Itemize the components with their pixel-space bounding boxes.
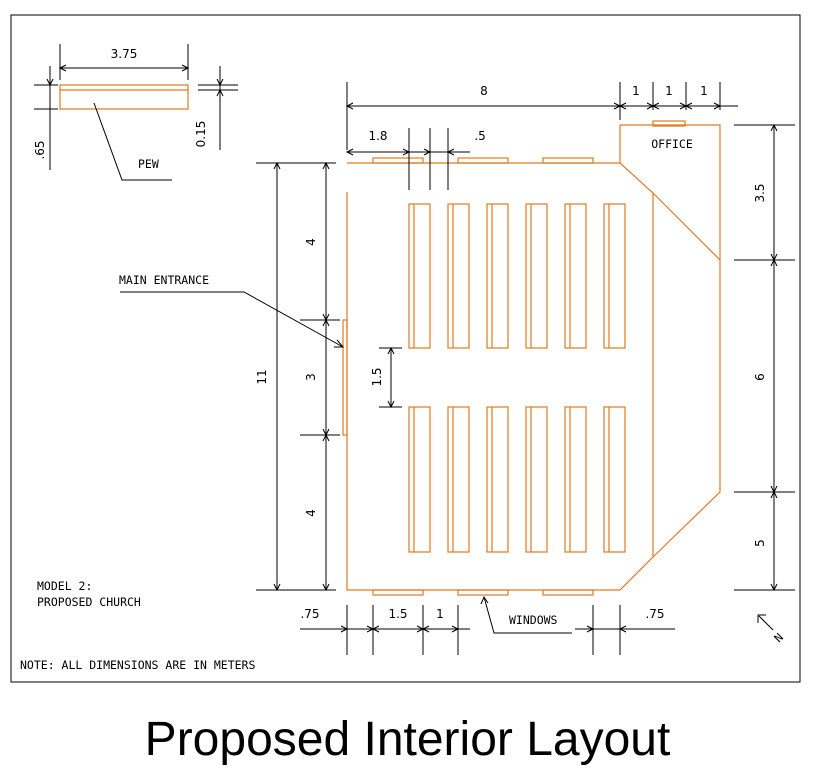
top-dimensions: 8 1 1 1 OFFICE 1.8 .5 bbox=[345, 82, 738, 190]
pews-lower bbox=[408, 406, 626, 553]
church-outline bbox=[346, 162, 721, 591]
pew-lower-2 bbox=[447, 406, 470, 553]
window-top-3 bbox=[542, 157, 594, 164]
entrance-dim: 3 bbox=[304, 373, 318, 381]
window-top-1 bbox=[372, 157, 424, 164]
office-dim-2: 1 bbox=[665, 84, 673, 98]
top-width-dim: 8 bbox=[480, 84, 488, 98]
page-caption: Proposed Interior Layout bbox=[144, 713, 671, 766]
window-bottom-2 bbox=[457, 589, 509, 596]
pew-lower-4 bbox=[525, 406, 548, 553]
north-arrow: N bbox=[757, 614, 786, 645]
pew-gap-dim: .5 bbox=[474, 129, 485, 143]
main-entrance-door bbox=[342, 319, 348, 436]
pew-upper-1 bbox=[408, 203, 431, 349]
right-middle-dim: 6 bbox=[753, 373, 767, 381]
window-bottom-1 bbox=[372, 589, 424, 596]
building-walls bbox=[342, 120, 721, 596]
total-height-dim: 11 bbox=[255, 369, 269, 384]
dimension-note: NOTE: ALL DIMENSIONS ARE IN METERS bbox=[20, 658, 255, 672]
model-label-line2: PROPOSED CHURCH bbox=[37, 595, 141, 609]
pew-lower-5 bbox=[564, 406, 587, 553]
north-label: N bbox=[771, 630, 786, 645]
window-width-dim: 1.5 bbox=[388, 607, 407, 621]
pew-width-dim: .65 bbox=[33, 140, 47, 159]
pew-thickness-dim: 0.15 bbox=[194, 121, 208, 148]
window-bottom-3 bbox=[542, 589, 594, 596]
pew-detail-outline bbox=[59, 84, 189, 110]
left-lower-dim: 4 bbox=[304, 509, 318, 517]
office-dim-3: 1 bbox=[700, 84, 708, 98]
bottom-right-dim: .75 bbox=[645, 607, 664, 621]
pew-upper-3 bbox=[486, 203, 509, 349]
right-upper-dim: 3.5 bbox=[753, 183, 767, 202]
center-aisle-dim: 1.5 bbox=[370, 367, 384, 386]
pew-upper-2 bbox=[447, 203, 470, 349]
pew-upper-5 bbox=[564, 203, 587, 349]
pew-lower-3 bbox=[486, 406, 509, 553]
model-label-line1: MODEL 2: bbox=[37, 579, 92, 593]
left-dimensions: 11 4 3 4 MAIN ENTRANCE 1.5 bbox=[119, 161, 402, 592]
pew-detail: 3.75 .65 0.15 PEW bbox=[33, 44, 238, 181]
bottom-dimensions: .75 1.5 1 .75 WINDOWS bbox=[300, 595, 675, 655]
office-outline bbox=[619, 124, 721, 260]
pew-upper-4 bbox=[525, 203, 548, 349]
pews-upper bbox=[408, 203, 626, 349]
pew-length-dim: 3.75 bbox=[111, 47, 138, 61]
pew-label: PEW bbox=[138, 157, 159, 171]
office-dim-1: 1 bbox=[632, 84, 640, 98]
drawing-frame bbox=[10, 14, 801, 683]
aisle-edge-dim: 1.8 bbox=[368, 129, 387, 143]
bottom-left-dim: .75 bbox=[300, 607, 319, 621]
office-window bbox=[652, 120, 686, 127]
floor-plan-drawing: 3.75 .65 0.15 PEW bbox=[10, 14, 801, 683]
office-label: OFFICE bbox=[651, 137, 693, 151]
right-lower-dim: 5 bbox=[753, 539, 767, 547]
pew-upper-6 bbox=[603, 203, 626, 349]
right-dimensions: 3.5 6 5 bbox=[734, 123, 795, 592]
main-entrance-label: MAIN ENTRANCE bbox=[119, 273, 209, 287]
left-upper-dim: 4 bbox=[304, 238, 318, 246]
window-top-2 bbox=[457, 157, 509, 164]
pew-lower-1 bbox=[408, 406, 431, 553]
windows-label: WINDOWS bbox=[509, 613, 558, 627]
window-gap-dim: 1 bbox=[436, 607, 444, 621]
pew-lower-6 bbox=[603, 406, 626, 553]
